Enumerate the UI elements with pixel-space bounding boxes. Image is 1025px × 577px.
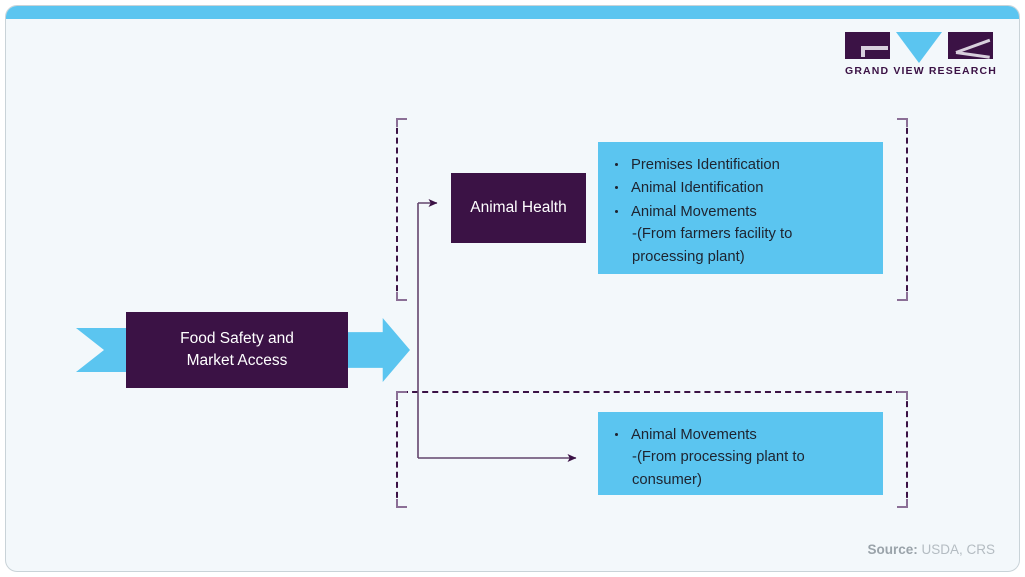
panel-top-list: Premises Identification Animal Identific… [612,154,867,268]
source-label: Source: [867,542,918,557]
top-accent-bar [6,6,1019,19]
outbound-arrow-icon [348,318,410,382]
node-animal-health[interactable]: Animal Health [451,173,586,243]
bracket-top-corner-tr [897,118,908,127]
list-item-text: Animal Movements [631,203,757,220]
bracket-top-corner-tl [396,118,407,127]
bracket-region-bottom [396,391,908,508]
list-item-text: Premises Identification [631,157,780,173]
bullet-icon [615,433,618,436]
bullet-icon [615,186,618,190]
bracket-top-corner-br [897,292,908,301]
bracket-top-left-dash [396,118,398,301]
list-item-subtext: (From farmers facility to processing pla… [631,223,867,268]
root-node-food-safety[interactable]: Food Safety and Market Access [126,312,348,388]
bracket-bottom-corner-bl [396,499,407,508]
node-animal-health-label: Animal Health [470,199,567,216]
bracket-top-right-dash [906,118,908,301]
list-item-subtext: (From processing plant to consumer) [631,446,867,491]
logo-v-icon [896,32,942,63]
list-item: Premises Identification [612,154,867,176]
bracket-bottom-corner-br [897,499,908,508]
logo-wordmark: GRAND VIEW RESEARCH [845,65,997,77]
bracket-region-top [396,118,908,301]
inbound-chevron-icon [76,328,128,372]
bracket-bottom-corner-tr [897,391,908,400]
bracket-bottom-left-dash [396,391,398,508]
logo-g-notch-vertical [861,46,865,57]
bracket-bottom-top-dash [402,391,902,393]
panel-consumer-details: Animal Movements (From processing plant … [598,412,883,495]
root-node-label-line2: Market Access [186,352,288,369]
bullet-icon [615,163,618,166]
logo-g-icon [845,32,890,59]
card-frame: GRAND VIEW RESEARCH [5,5,1020,572]
panel-bottom-list: Animal Movements (From processing plant … [612,424,867,491]
bullet-icon [615,209,618,213]
list-item: Animal Identification [612,177,867,199]
bracket-top-corner-bl [396,292,407,301]
source-attribution: Source: USDA, CRS [867,542,995,557]
source-value: USDA, CRS [921,542,995,557]
list-item: Animal Movements (From farmers facility … [612,201,867,268]
logo-r-slash-lower [955,51,990,59]
logo-marks [845,32,993,63]
bracket-bottom-corner-tl [396,391,407,400]
bracket-bottom-right-dash [906,391,908,508]
root-node-label-line1: Food Safety and [180,329,294,347]
list-item: Animal Movements (From processing plant … [612,424,867,491]
brand-logo: GRAND VIEW RESEARCH [845,32,997,80]
list-item-text: Animal Movements [631,427,757,443]
panel-animal-health-details: Premises Identification Animal Identific… [598,142,883,274]
list-item-text: Animal Identification [631,180,764,197]
logo-g-notch [861,46,888,50]
logo-r-icon [948,32,993,59]
